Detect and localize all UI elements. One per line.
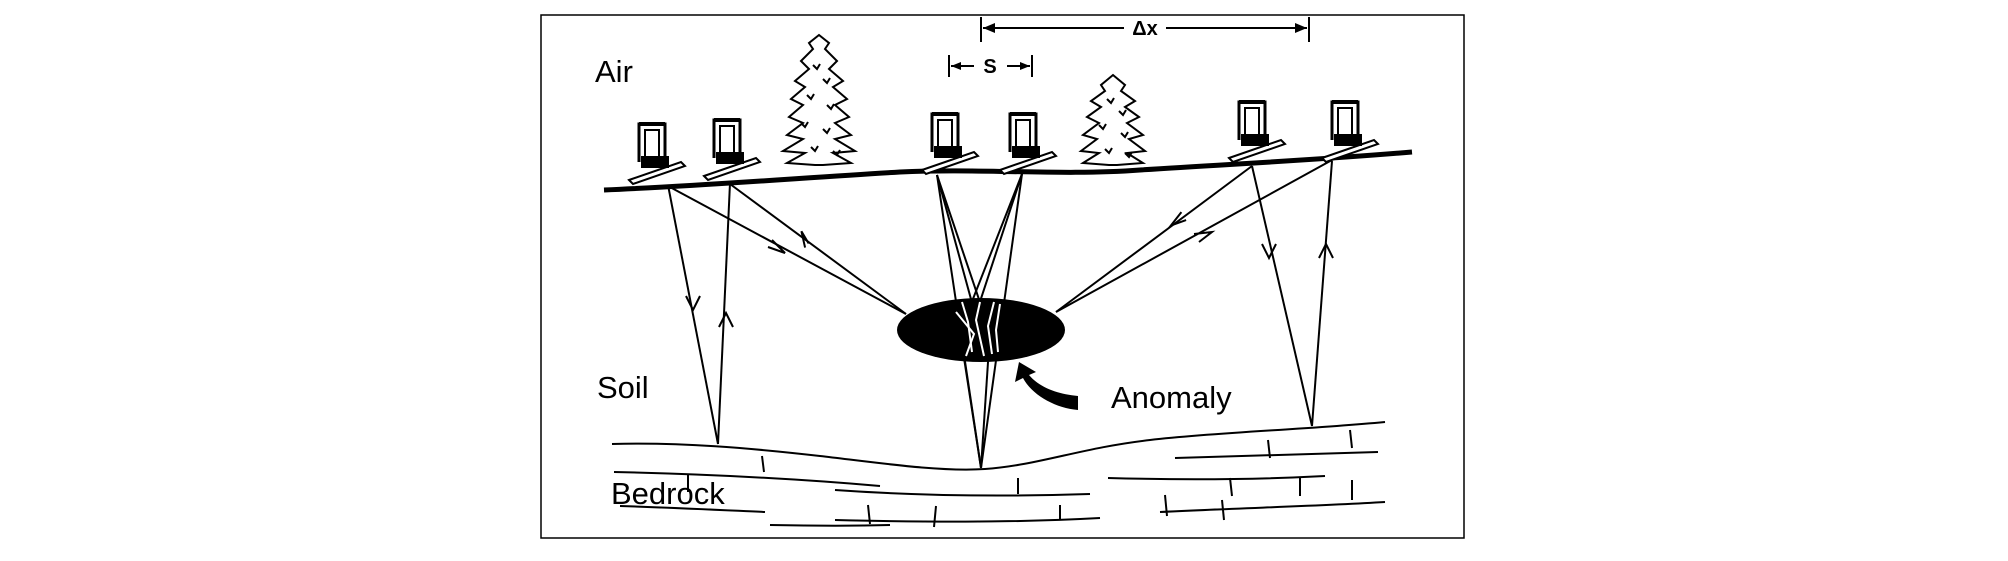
geophone-icon <box>998 112 1058 176</box>
diagram-frame <box>540 14 1465 539</box>
bedrock-boundary <box>611 421 1386 471</box>
delta-x-dimension <box>980 17 1310 42</box>
anomaly-label: Anomaly <box>1111 380 1232 415</box>
geophone-icon <box>702 118 762 182</box>
ray-arrowheads <box>685 211 1334 328</box>
bedrock-label: Bedrock <box>611 476 725 511</box>
tree-icon <box>1078 73 1148 166</box>
geophone-icon <box>627 122 687 186</box>
soil-label: Soil <box>597 370 649 405</box>
bedrock-strata <box>613 429 1386 528</box>
geophone-icon <box>1227 100 1287 164</box>
geophone-icon <box>1320 100 1380 164</box>
tree-icon <box>779 33 859 166</box>
spacing-label: S <box>983 56 996 78</box>
anomaly-body <box>897 298 1065 362</box>
delta-x-label: Δx <box>1132 18 1158 40</box>
geophone-icon <box>920 112 980 176</box>
spacing-dimension <box>948 55 1033 77</box>
anomaly-pointer-arrow <box>1015 362 1078 410</box>
air-label: Air <box>595 54 633 89</box>
